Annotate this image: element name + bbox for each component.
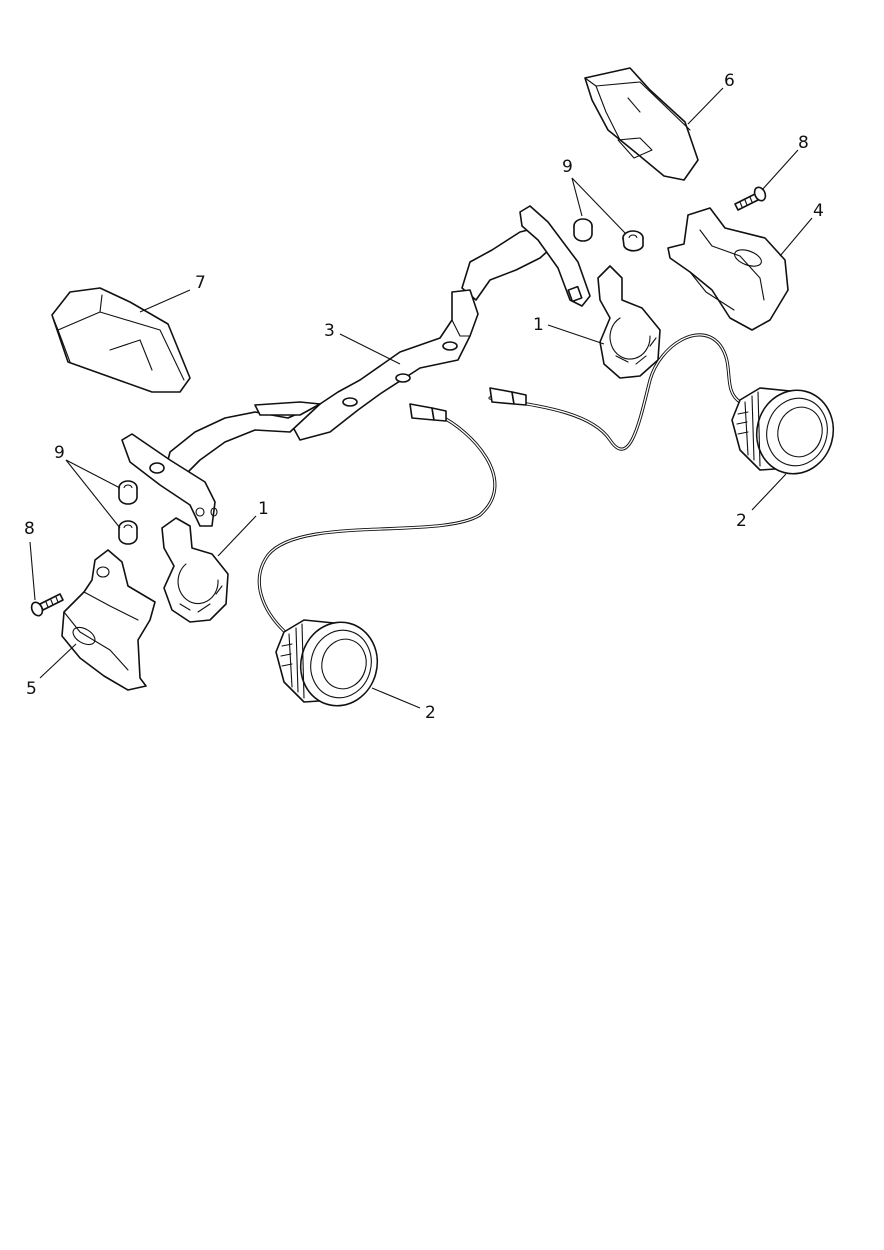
- callout-5: 5: [26, 679, 37, 699]
- callout-labels: 7 3 6 8 4 9 1 2 9 1 8 5 2: [24, 71, 824, 723]
- callout-8-left: 8: [24, 519, 35, 539]
- part-1-clamp-left: [161, 517, 229, 623]
- part-7-cover: [51, 287, 191, 393]
- part-4-cover-right: [667, 207, 789, 331]
- part-2-lamp-right: [488, 333, 835, 475]
- callout-4: 4: [813, 201, 824, 221]
- part-8-screw-right: [734, 186, 767, 211]
- part-1-clamp-right: [597, 265, 661, 379]
- callout-3: 3: [324, 321, 335, 341]
- leader-lines: [29, 87, 813, 709]
- callout-1-right: 1: [533, 315, 544, 335]
- callout-9-left: 9: [54, 443, 65, 463]
- callout-7: 7: [195, 273, 206, 293]
- callout-9-right: 9: [562, 157, 573, 177]
- callout-1-left: 1: [258, 499, 269, 519]
- callout-2-left: 2: [425, 703, 436, 723]
- callout-8-right: 8: [798, 133, 809, 153]
- callout-2-right: 2: [736, 511, 747, 531]
- part-6-cover: [584, 67, 699, 181]
- part-9-grommets-left: [118, 480, 138, 545]
- part-9-grommets-right: [573, 218, 644, 252]
- part-3-main-bracket: [121, 205, 591, 527]
- part-2-lamp-left: [257, 403, 497, 707]
- callout-6: 6: [724, 71, 735, 91]
- part-8-screw-left: [30, 593, 64, 617]
- part-5-cover-left: [61, 549, 156, 691]
